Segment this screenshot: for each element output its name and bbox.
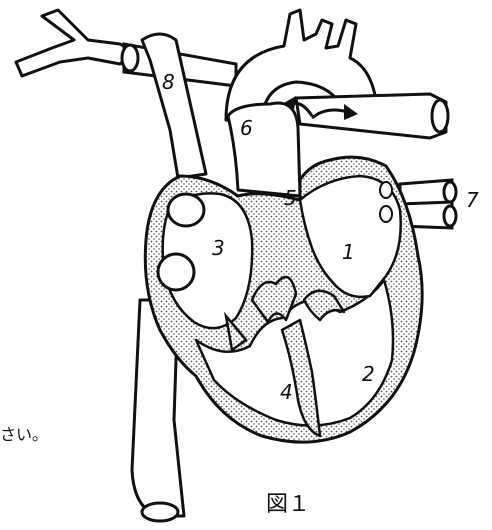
vein-opening-top xyxy=(444,182,456,202)
label-7: 7 xyxy=(466,190,479,210)
pulmonary-vein-inlet-1 xyxy=(380,182,392,198)
pulmonary-trunk xyxy=(228,103,300,196)
vena-cava-inlet-lower xyxy=(158,254,194,290)
label-5: 5 xyxy=(284,188,297,208)
pulmonary-vein-inlet-2 xyxy=(380,206,392,222)
label-1: 1 xyxy=(342,242,355,262)
stray-text-fragment: さい。 xyxy=(0,427,48,443)
vein-opening-bottom xyxy=(444,206,456,226)
vessel-opening-right xyxy=(432,100,448,132)
label-6: 6 xyxy=(240,118,253,138)
label-2: 2 xyxy=(362,364,375,384)
label-8: 8 xyxy=(162,72,175,92)
figure-caption: 図１ xyxy=(266,494,310,516)
vessel-opening-left xyxy=(122,45,138,71)
branch-vessel xyxy=(16,10,134,76)
label-3: 3 xyxy=(212,238,225,258)
vena-cava-inlet-upper xyxy=(168,194,204,226)
pulmonary-artery-right xyxy=(296,94,446,138)
vena-cava-opening-bottom xyxy=(142,503,178,521)
label-4: 4 xyxy=(280,382,293,402)
